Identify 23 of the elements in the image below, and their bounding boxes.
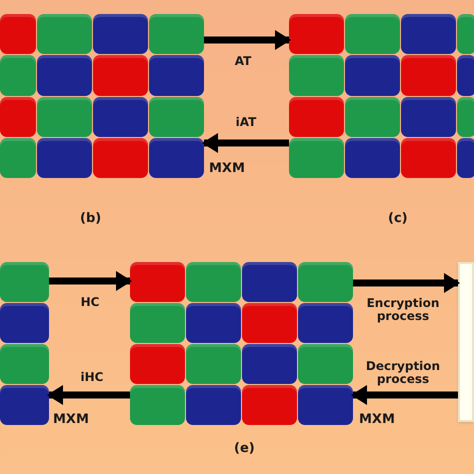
arrow bbox=[353, 273, 460, 293]
arrow bbox=[351, 385, 458, 405]
arrow bbox=[49, 271, 132, 291]
text-label: MXM bbox=[359, 411, 395, 429]
cube-grid bbox=[289, 14, 474, 178]
edge-label: Decryption process bbox=[364, 360, 442, 386]
text-label: (b) bbox=[80, 210, 102, 228]
text-label: MXM bbox=[53, 411, 89, 429]
arrow bbox=[47, 385, 130, 405]
edge-label: iHC bbox=[80, 371, 104, 384]
text-label: (e) bbox=[234, 440, 255, 458]
text-label: MXM bbox=[209, 160, 245, 178]
cube-grid bbox=[0, 14, 204, 178]
edge-label: HC bbox=[80, 296, 100, 309]
arrow bbox=[204, 30, 291, 50]
edge-label: AT bbox=[234, 55, 252, 68]
edge-label: Encryption process bbox=[366, 297, 440, 323]
cube-grid bbox=[130, 262, 353, 425]
cube-grid bbox=[0, 262, 49, 425]
text-label: (c) bbox=[388, 210, 408, 228]
arrow bbox=[202, 133, 289, 153]
edge-label: iAT bbox=[234, 116, 258, 129]
blank-panel bbox=[458, 262, 474, 422]
